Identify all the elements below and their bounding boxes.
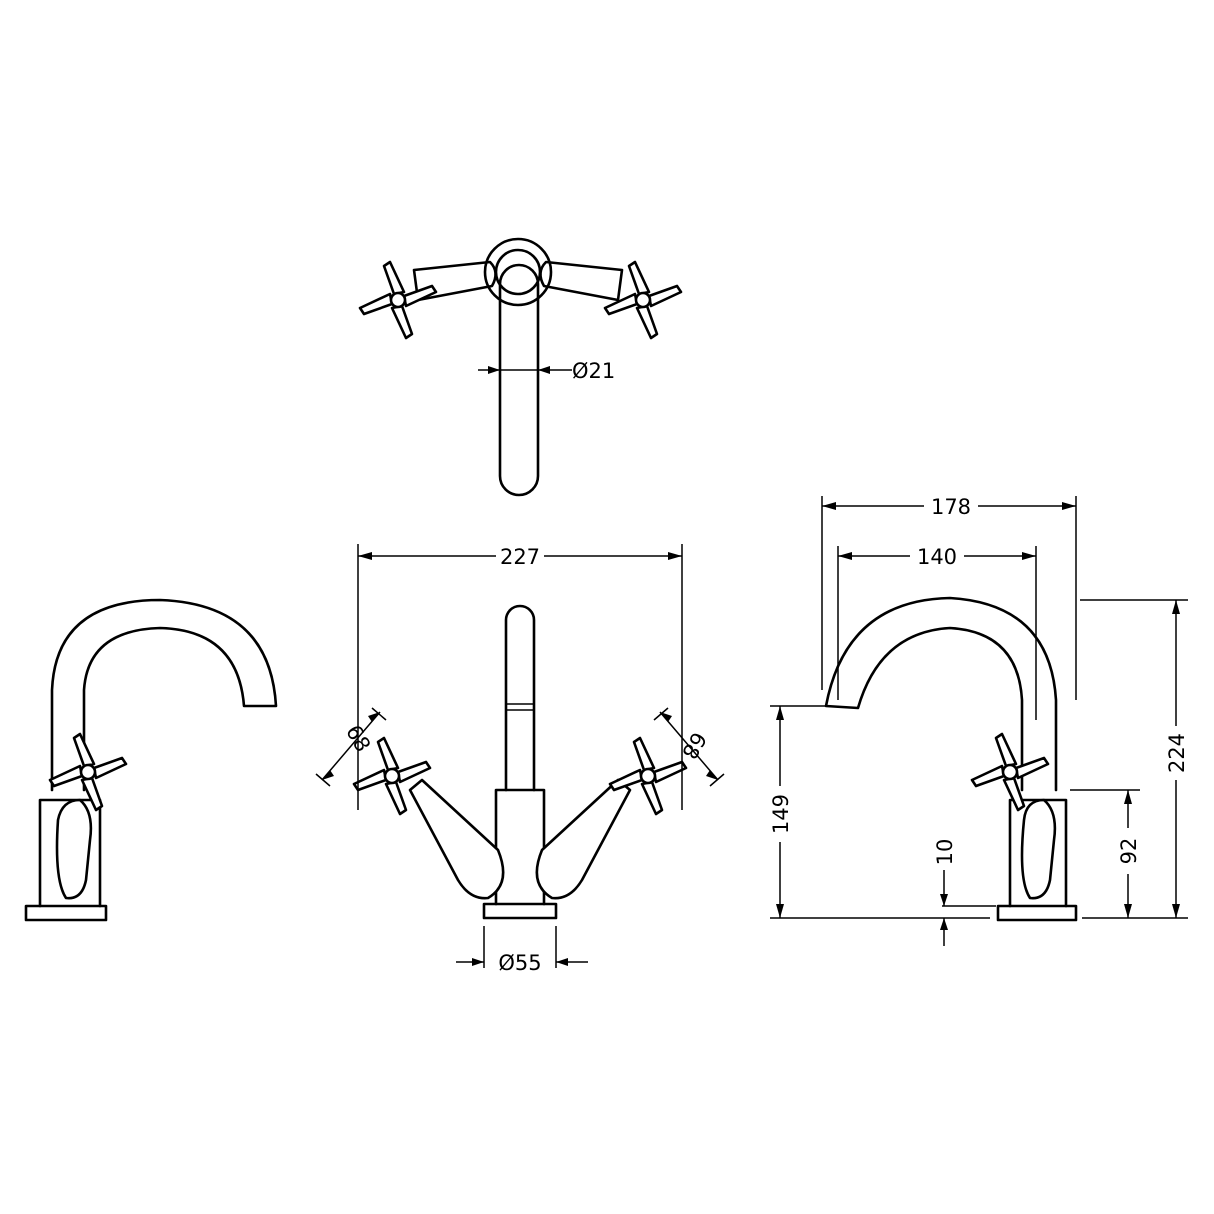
front-right-handle-body bbox=[535, 778, 632, 900]
left-spout bbox=[50, 598, 278, 792]
front-spout bbox=[504, 604, 536, 792]
dim-side-base-height: 10 bbox=[933, 839, 957, 866]
front-left-handle-body bbox=[408, 778, 505, 900]
dim-top-spout-diameter: Ø21 bbox=[572, 359, 615, 383]
left-body bbox=[38, 798, 102, 908]
right-cross-handle bbox=[970, 732, 1050, 812]
dim-side-handle-height: 92 bbox=[1117, 838, 1141, 865]
plan-spout bbox=[498, 263, 540, 497]
plan-right-handle-body bbox=[539, 260, 624, 302]
front-body bbox=[494, 788, 546, 906]
plan-left-handle-body bbox=[412, 260, 497, 302]
front-base bbox=[482, 902, 558, 920]
right-side-view: 178 140 224 149 92 bbox=[769, 495, 1189, 946]
left-side-view bbox=[24, 598, 278, 922]
dim-front-width: 227 bbox=[500, 545, 540, 569]
left-base bbox=[24, 904, 108, 922]
dim-side-total-height: 224 bbox=[1165, 733, 1189, 773]
right-base bbox=[996, 904, 1078, 922]
left-handle-body bbox=[55, 798, 93, 900]
plan-body-outer bbox=[483, 237, 553, 307]
dim-side-spout-height: 149 bbox=[769, 794, 793, 834]
dim-side-reach-outer: 178 bbox=[931, 495, 971, 519]
plan-view: Ø21 bbox=[358, 237, 683, 497]
right-spout bbox=[824, 596, 1058, 792]
front-view: 227 Ø55 68 68 bbox=[315, 544, 725, 975]
dim-side-reach-inner: 140 bbox=[917, 545, 957, 569]
dim-front-base-diameter: Ø55 bbox=[498, 951, 541, 975]
left-cross-handle bbox=[48, 732, 128, 812]
right-handle-body bbox=[1020, 798, 1057, 900]
